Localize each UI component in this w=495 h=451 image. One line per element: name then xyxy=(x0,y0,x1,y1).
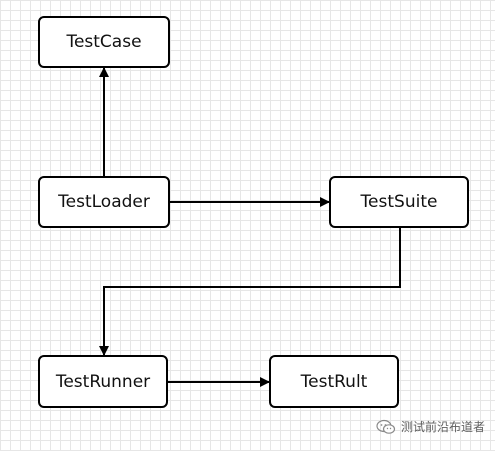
wechat-icon xyxy=(376,419,396,435)
node-testcase[interactable]: TestCase xyxy=(38,16,170,68)
watermark-text: 测试前沿布道者 xyxy=(400,420,485,434)
node-testloader[interactable]: TestLoader xyxy=(38,176,170,228)
node-testrunner-label: TestRunner xyxy=(55,371,151,392)
node-testrunner[interactable]: TestRunner xyxy=(38,355,168,408)
watermark: 测试前沿布道者 xyxy=(376,418,485,435)
node-testrult[interactable]: TestRult xyxy=(269,355,399,408)
node-testsuite-label: TestSuite xyxy=(360,192,438,212)
node-testrult-label: TestRult xyxy=(300,371,368,392)
node-testsuite[interactable]: TestSuite xyxy=(329,176,469,228)
node-testcase-label: TestCase xyxy=(66,32,142,52)
edge-testsuite-to-testrunner xyxy=(99,228,401,356)
node-testloader-label: TestLoader xyxy=(58,192,150,212)
